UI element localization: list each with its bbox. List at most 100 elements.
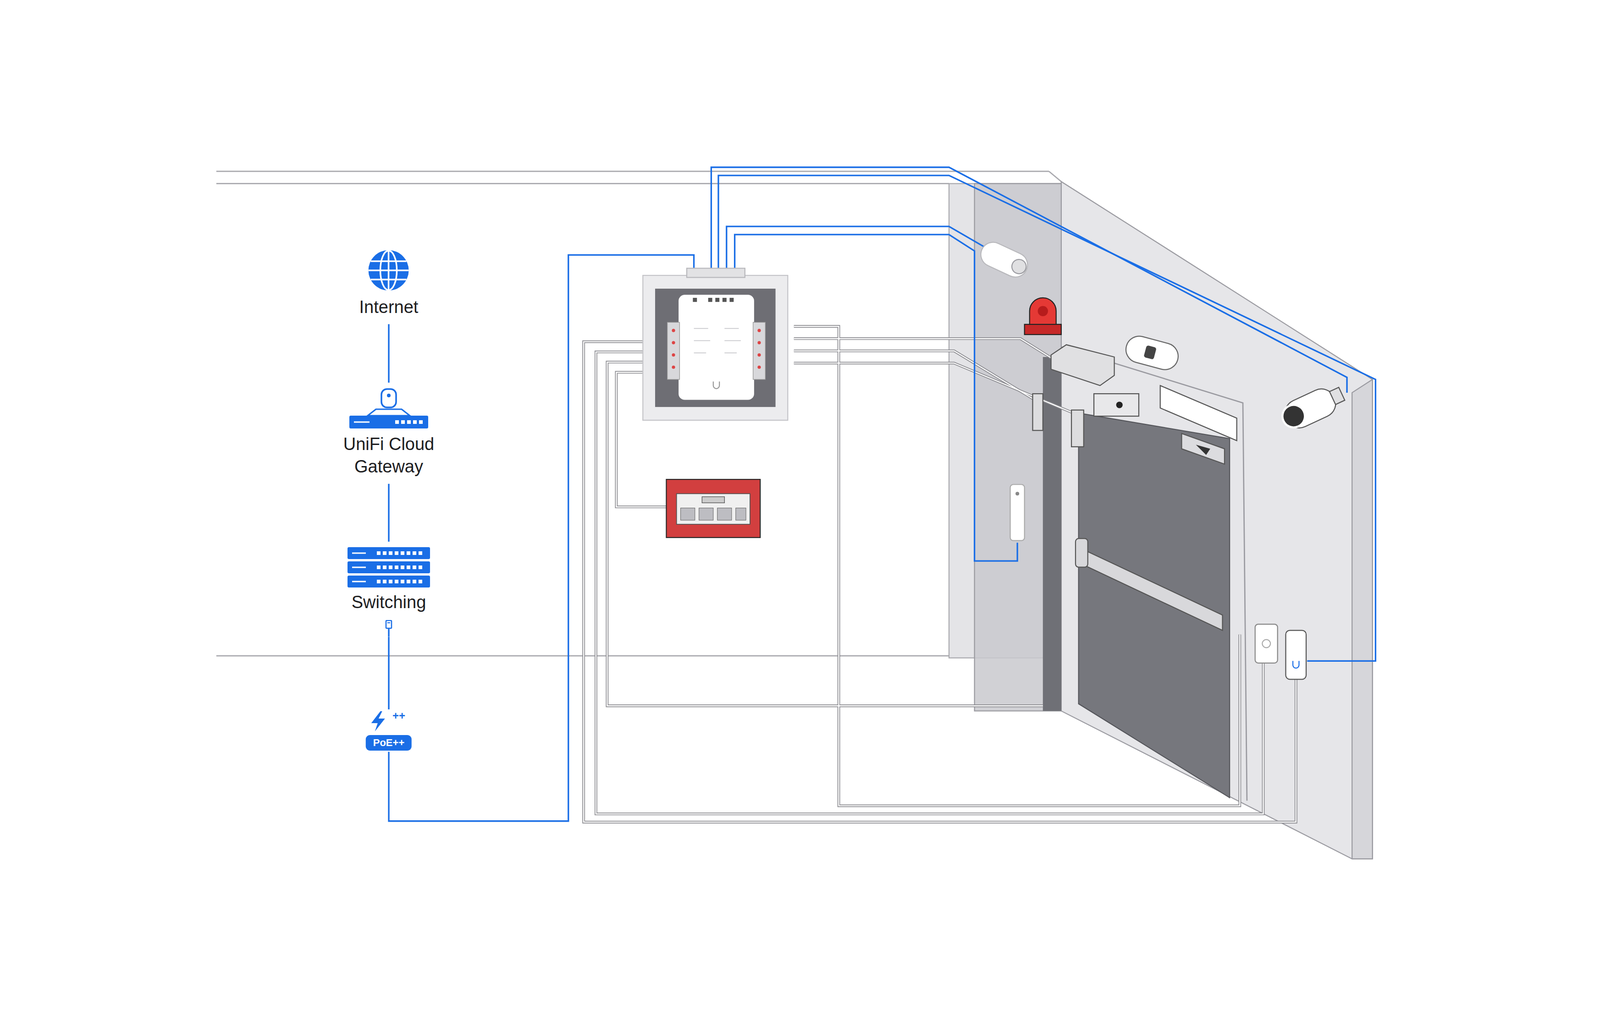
- switch-port: [412, 551, 417, 556]
- hub-enclosure: [642, 275, 788, 421]
- hub-backplate: [655, 288, 776, 408]
- switch-port: [388, 551, 393, 556]
- door-closer: [1160, 385, 1237, 441]
- gateway-port: [401, 420, 405, 425]
- switch-port: [382, 565, 387, 570]
- reader-logo: [1292, 661, 1299, 669]
- terminal: [757, 353, 761, 357]
- panel-face: [676, 493, 751, 525]
- port: [692, 297, 697, 303]
- parallel: [368, 269, 409, 272]
- terminal: [671, 353, 675, 357]
- gateway-port: [413, 420, 417, 425]
- armature-dot: [1116, 402, 1123, 409]
- terminal: [757, 329, 761, 333]
- plug-body: [386, 620, 392, 629]
- wire: [794, 351, 1035, 401]
- network-cable: [726, 226, 988, 270]
- marking: [694, 328, 709, 330]
- switch-port: [412, 565, 417, 570]
- switch-port: [388, 565, 393, 570]
- marking: [694, 340, 711, 342]
- switch-port: [394, 579, 399, 584]
- door-frame-strip: [1042, 357, 1062, 712]
- switch-port: [376, 551, 381, 556]
- push-bar-end: [1075, 538, 1088, 568]
- pillar-overlay: [974, 183, 1062, 712]
- maglock: [1051, 344, 1115, 386]
- switch-port: [418, 565, 423, 570]
- wire: [794, 326, 1241, 806]
- wall-line: [216, 182, 949, 185]
- switch-port: [406, 579, 411, 584]
- switch-stripe: [352, 552, 366, 555]
- cloud-key-led: [386, 393, 391, 398]
- port: [715, 297, 720, 303]
- node-label: Switching: [347, 591, 431, 614]
- gateway-port: [395, 420, 399, 425]
- wire: [595, 352, 1264, 815]
- port: [722, 297, 727, 303]
- marking: [724, 352, 737, 354]
- switch-port: [382, 551, 387, 556]
- bolt-icon: [369, 711, 388, 732]
- parallel: [370, 260, 407, 263]
- power-bolt: [371, 711, 386, 732]
- switch-unit: [347, 575, 431, 588]
- beacon-lamp: [1037, 306, 1049, 317]
- switch-port: [400, 551, 405, 556]
- switch-port: [400, 579, 405, 584]
- network-cable: [718, 175, 1376, 662]
- wire: [595, 352, 1264, 815]
- terminal: [671, 341, 675, 345]
- cloud-key: [381, 389, 397, 408]
- camera-lens: [1009, 257, 1029, 276]
- switch-port: [400, 565, 405, 570]
- network-cable: [711, 167, 1347, 393]
- switch-port: [382, 579, 387, 584]
- door-contact: [1032, 393, 1043, 431]
- armature-plate: [1093, 393, 1139, 417]
- marking: [724, 328, 739, 330]
- node-label: Internet: [359, 296, 419, 319]
- sensor-window: [1143, 345, 1157, 360]
- access-hub: [678, 294, 755, 400]
- switch-port: [406, 565, 411, 570]
- panel-buttons: [699, 507, 714, 521]
- side-wall: [1061, 181, 1373, 860]
- switching-icon: [347, 547, 431, 588]
- alarm-beacon: [1029, 297, 1057, 325]
- door-frame: [1061, 347, 1247, 801]
- exit-button: [1255, 624, 1278, 664]
- exit-button-face: [1262, 640, 1271, 649]
- wire: [794, 326, 1241, 806]
- door: [1078, 413, 1230, 798]
- wall-line: [1048, 171, 1062, 182]
- logo-mark: [713, 381, 720, 389]
- terminal-block: [667, 322, 680, 380]
- door-contact: [1071, 410, 1084, 447]
- wire: [794, 338, 1054, 360]
- port: [708, 297, 713, 303]
- globe-disc: [368, 250, 409, 291]
- switch-port: [376, 579, 381, 584]
- door-reader: [1285, 630, 1307, 680]
- switch-stripe: [352, 567, 366, 569]
- switch-port: [418, 579, 423, 584]
- wire: [794, 363, 1074, 414]
- globe-lines: [368, 250, 409, 291]
- switch-port: [394, 565, 399, 570]
- switch-port: [394, 551, 399, 556]
- network-link: [387, 484, 390, 542]
- switch-port: [388, 579, 393, 584]
- switching-node: Switching: [347, 541, 431, 637]
- gateway-node: UniFi Cloud Gateway: [320, 382, 458, 485]
- gateway-stripe: [353, 421, 370, 424]
- node-label: PoE++: [373, 737, 405, 750]
- gateway-body: [349, 415, 429, 429]
- camera: [976, 238, 1032, 282]
- camera-mount: [1329, 387, 1345, 405]
- marking: [724, 340, 741, 342]
- network-link: [387, 324, 390, 383]
